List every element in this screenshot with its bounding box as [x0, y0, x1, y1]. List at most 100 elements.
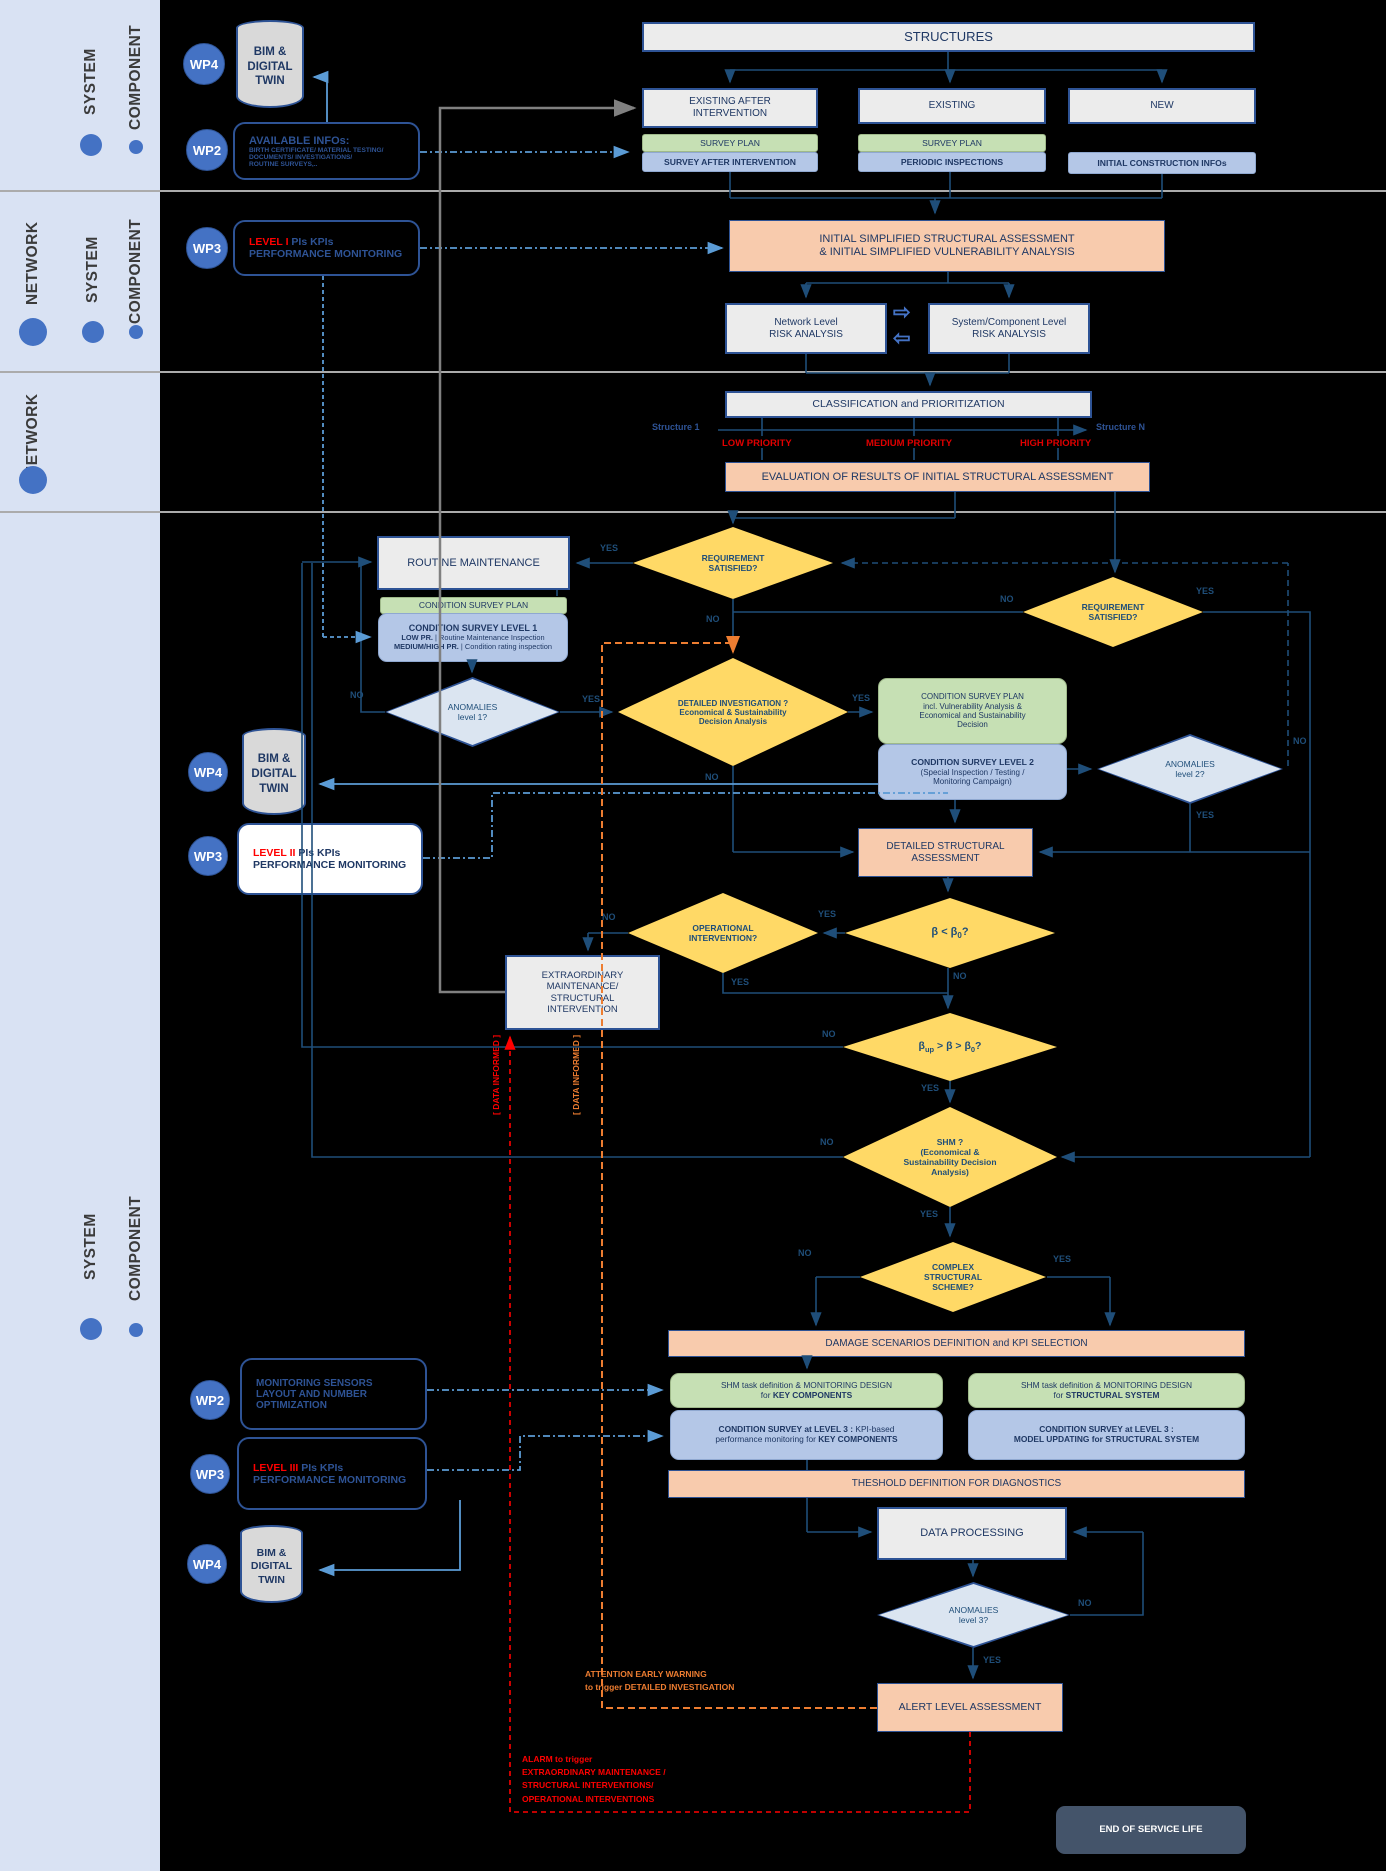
yes-label: YES: [920, 1209, 939, 1219]
bim-line: TWIN: [255, 75, 285, 88]
wp2-badge: WP2: [186, 129, 228, 171]
available-infos-title: AVAILABLE INFOs:: [249, 134, 350, 147]
bim-line: BIM &: [253, 45, 287, 58]
no-label: NO: [798, 1248, 812, 1258]
diamond-line: β < β0?: [931, 925, 969, 941]
level3-tag: LEVEL III: [253, 1461, 299, 1474]
box-line: INITIAL SIMPLIFIED STRUCTURAL ASSESSMENT: [819, 233, 1075, 246]
anomalies-level3-diamond: ANOMALIES level 3?: [877, 1582, 1070, 1648]
box-line: CONDITION SURVEY at LEVEL 3 :: [1039, 1424, 1174, 1435]
bim-digital-twin-cylinder: BIM & DIGITAL TWIN: [240, 1525, 303, 1603]
shm-task-structural-system-box: SHM task definition & MONITORING DESIGN …: [968, 1373, 1245, 1408]
yes-label: YES: [582, 694, 601, 704]
box-line: & INITIAL SIMPLIFIED VULNERABILITY ANALY…: [819, 246, 1075, 258]
initial-construction-infos-bar: INITIAL CONSTRUCTION INFOs: [1068, 152, 1256, 174]
yes-label: YES: [600, 543, 619, 553]
yes-label: YES: [983, 1655, 1002, 1665]
detailed-structural-assessment-box: DETAILED STRUCTURAL ASSESSMENT: [858, 828, 1033, 877]
csl2-title: CONDITION SURVEY LEVEL 2: [911, 757, 1034, 768]
diamond-line: SATISFIED?: [708, 563, 758, 573]
box-line: RISK ANALYSIS: [769, 328, 843, 340]
level2-kpi-callout: LEVEL II PIs KPIs PERFORMANCE MONITORING: [237, 823, 423, 895]
diamond-line: ANOMALIES: [948, 1605, 999, 1615]
periodic-inspections-bar: PERIODIC INSPECTIONS: [858, 152, 1046, 172]
requirement-satisfied-diamond-1: REQUIREMENT SATISFIED?: [633, 527, 833, 599]
box-line: STRUCTURAL: [550, 992, 615, 1004]
damage-scenarios-bar: DAMAGE SCENARIOS DEFINITION and KPI SELE…: [668, 1330, 1245, 1357]
data-informed-label-red: [ DATA INFORMED ]: [491, 1034, 501, 1116]
medium-priority-label: MEDIUM PRIORITY: [866, 438, 953, 449]
condition-survey-plan-bar: CONDITION SURVEY PLAN: [380, 597, 567, 614]
box-line: INTERVENTION: [547, 1003, 618, 1015]
yes-label: YES: [1053, 1254, 1072, 1264]
network-risk-analysis-box: Network Level RISK ANALYSIS: [725, 303, 887, 354]
no-label: NO: [602, 912, 616, 922]
wp4-badge: WP4: [188, 752, 228, 792]
box-line: DETAILED STRUCTURAL: [886, 840, 1005, 852]
data-informed-label-orange: [ DATA INFORMED ]: [571, 1034, 581, 1116]
no-label: NO: [1078, 1598, 1092, 1608]
bim-line: DIGITAL: [251, 768, 297, 781]
threshold-definition-bar: THESHOLD DEFINITION FOR DIAGNOSTICS: [668, 1470, 1245, 1498]
existing-after-intervention-box: EXISTING AFTER INTERVENTION: [642, 88, 818, 128]
csl1-rest: | Routine Maintenance Inspection: [433, 633, 545, 643]
beta-range-diamond: βup > β > β0?: [843, 1013, 1057, 1081]
box-line: EXISTING AFTER: [689, 96, 771, 108]
csl1-rest: | Condition rating inspection: [458, 641, 552, 651]
data-processing-box: DATA PROCESSING: [877, 1507, 1067, 1560]
diamond-line: Sustainability Decision: [903, 1157, 997, 1167]
available-infos-line: BIRTH CERTIFICATE/ MATERIAL TESTING/: [249, 146, 384, 154]
box-line: for STRUCTURAL SYSTEM: [1053, 1389, 1160, 1400]
block-arrow-left-icon: ⇦: [893, 327, 911, 350]
box-line: MODEL UPDATING for STRUCTURAL SYSTEM: [1013, 1434, 1200, 1444]
diamond-line: SCHEME?: [932, 1282, 974, 1292]
network-dot: [19, 466, 47, 494]
system-dot: [82, 321, 104, 343]
available-infos-line: ROUTINE SURVEYS,..: [249, 160, 318, 168]
yes-label: YES: [1196, 586, 1215, 596]
box-line: Network Level: [774, 316, 838, 328]
csl1-bold: MEDIUM/HIGH PR.: [393, 641, 459, 651]
condition-survey-level3-key-components-box: CONDITION SURVEY at LEVEL 3 : KPI-based …: [670, 1410, 943, 1460]
level2-rest: PIs KPIs: [295, 847, 341, 859]
box-line: Economical and Sustainability: [919, 711, 1026, 720]
complex-structural-scheme-diamond: COMPLEX STRUCTURAL SCHEME?: [860, 1242, 1046, 1312]
yes-label: YES: [852, 693, 871, 703]
bim-line: TWIN: [259, 782, 289, 795]
note-line: OPERATIONAL INTERVENTIONS: [522, 1793, 655, 1804]
diamond-line: SATISFIED?: [1088, 612, 1138, 622]
monitoring-sensors-callout: MONITORING SENSORS LAYOUT AND NUMBER OPT…: [240, 1358, 427, 1430]
high-priority-label: HIGH PRIORITY: [1020, 438, 1092, 449]
box-line: (Special Inspection / Testing /: [920, 767, 1025, 777]
classification-box: CLASSIFICATION and PRIORITIZATION: [725, 391, 1092, 418]
network-dot: [19, 318, 47, 346]
sensors-line: LAYOUT AND NUMBER: [256, 1388, 367, 1400]
anomalies-level1-diamond: ANOMALIES level 1?: [385, 677, 560, 747]
component-dot: [129, 1323, 143, 1337]
diamond-line: SHM ?: [936, 1137, 964, 1147]
yes-label: YES: [921, 1083, 940, 1093]
sidebar-label-network: NETWORK: [24, 221, 41, 305]
survey-plan-bar: SURVEY PLAN: [642, 134, 818, 152]
sidebar-label-component: COMPONENT: [127, 1195, 144, 1301]
sensors-line: OPTIMIZATION: [256, 1399, 327, 1411]
diamond-line: βup > β > β0?: [918, 1039, 982, 1055]
sidebar-label-component: COMPONENT: [127, 218, 144, 324]
level3-line2: PERFORMANCE MONITORING: [253, 1473, 407, 1486]
level3-line1: LEVEL III PIs KPIs: [253, 1462, 425, 1474]
new-box: NEW: [1068, 88, 1256, 124]
wp3-badge: WP3: [190, 1454, 230, 1494]
initial-simplified-assessment-box: INITIAL SIMPLIFIED STRUCTURAL ASSESSMENT…: [729, 220, 1165, 272]
yes-label: YES: [1196, 810, 1215, 820]
system-dot: [80, 1318, 102, 1340]
component-dot: [129, 140, 143, 154]
note-line: EXTRAORDINARY MAINTENANCE /: [522, 1767, 666, 1778]
section-divider: [0, 371, 1386, 373]
sidebar-label-component: COMPONENT: [127, 24, 144, 130]
diamond-line: Analysis): [931, 1167, 969, 1177]
diamond-line: level 1?: [457, 712, 488, 722]
anomalies-level2-diamond: ANOMALIES level 2?: [1097, 734, 1283, 804]
sidebar-label-system: SYSTEM: [84, 236, 101, 304]
level1-rest: PIs KPIs: [288, 236, 334, 248]
note-line: STRUCTURAL INTERVENTIONS/: [522, 1780, 654, 1791]
